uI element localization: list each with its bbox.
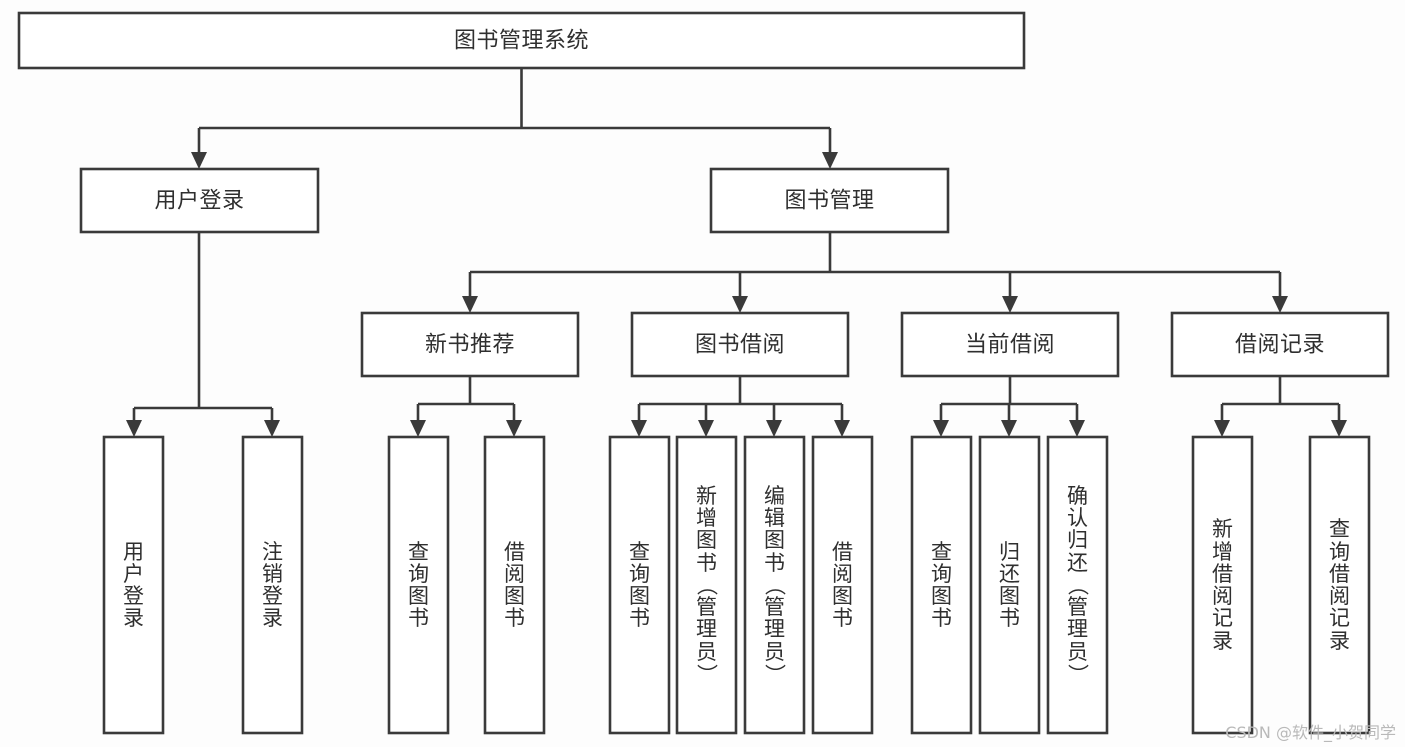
arrow-head-book-manage bbox=[822, 152, 838, 169]
node-leaf-return-book-box[interactable] bbox=[978, 435, 1041, 735]
arrow-head-leaf-borrow-book-1 bbox=[506, 420, 522, 437]
node-root-box[interactable] bbox=[17, 11, 1026, 70]
arrow-head-leaf-add-book bbox=[698, 420, 714, 437]
connector-group-borrow-record bbox=[1214, 376, 1347, 437]
node-new-book-recommend-box[interactable] bbox=[360, 311, 580, 378]
arrow-head-leaf-confirm-return bbox=[1069, 420, 1085, 437]
node-user-login[interactable]: 用户登录 bbox=[79, 167, 320, 234]
connector-group-new-book-recommend bbox=[410, 376, 522, 437]
connector-group-book-borrow bbox=[631, 376, 850, 437]
node-leaf-edit-book-box[interactable] bbox=[743, 435, 806, 735]
node-leaf-query-book-1-box[interactable] bbox=[387, 435, 450, 735]
node-leaf-borrow-book-2-box[interactable] bbox=[811, 435, 874, 735]
connector-group-user-login bbox=[126, 232, 280, 437]
connector-group-current-borrow bbox=[933, 376, 1085, 437]
arrow-head-leaf-user-login bbox=[126, 420, 142, 437]
arrow-head-user-login bbox=[191, 152, 207, 169]
arrow-head-borrow-record bbox=[1272, 296, 1288, 313]
node-root-label: 图书管理系统 bbox=[454, 29, 589, 54]
arrow-head-book-borrow bbox=[732, 296, 748, 313]
arrow-head-new-book-recommend bbox=[462, 296, 478, 313]
node-leaf-add-borrow-record-box[interactable] bbox=[1191, 435, 1254, 735]
node-leaf-user-login-box[interactable] bbox=[102, 435, 165, 735]
node-borrow-record-label: 借阅记录 bbox=[1235, 333, 1325, 358]
node-current-borrow-label: 当前借阅 bbox=[965, 333, 1055, 358]
node-book-manage[interactable]: 图书管理 bbox=[709, 167, 950, 234]
node-leaf-confirm-return-box[interactable] bbox=[1046, 435, 1109, 735]
node-borrow-record-box[interactable] bbox=[1170, 311, 1390, 378]
node-leaf-query-borrow-record-box[interactable] bbox=[1308, 435, 1371, 735]
arrow-head-leaf-add-borrow-record bbox=[1214, 420, 1230, 437]
node-leaf-query-book-2-box[interactable] bbox=[608, 435, 671, 735]
node-new-book-recommend-label: 新书推荐 bbox=[425, 333, 515, 358]
node-current-borrow-box[interactable] bbox=[900, 311, 1120, 378]
node-book-borrow-label: 图书借阅 bbox=[695, 333, 785, 358]
arrow-head-leaf-query-borrow-record bbox=[1331, 420, 1347, 437]
node-book-borrow-box[interactable] bbox=[630, 311, 850, 378]
node-book-borrow[interactable]: 图书借阅 bbox=[630, 311, 850, 378]
node-current-borrow[interactable]: 当前借阅 bbox=[900, 311, 1120, 378]
arrow-head-leaf-user-logout bbox=[264, 420, 280, 437]
arrow-head-leaf-query-book-1 bbox=[410, 420, 426, 437]
arrow-head-leaf-borrow-book-2 bbox=[834, 420, 850, 437]
arrow-head-current-borrow bbox=[1002, 296, 1018, 313]
node-leaf-query-book-3-box[interactable] bbox=[910, 435, 973, 735]
node-leaf-add-book-box[interactable] bbox=[675, 435, 738, 735]
node-user-login-label: 用户登录 bbox=[154, 189, 244, 214]
connector-group-root bbox=[191, 68, 838, 169]
node-user-login-box[interactable] bbox=[79, 167, 320, 234]
connector-group-book-manage bbox=[462, 232, 1288, 313]
arrow-head-leaf-query-book-2 bbox=[631, 420, 647, 437]
arrow-head-leaf-edit-book bbox=[766, 420, 782, 437]
node-root[interactable]: 图书管理系统 bbox=[17, 11, 1026, 70]
node-book-manage-label: 图书管理 bbox=[784, 189, 874, 214]
node-leaf-borrow-book-1-box[interactable] bbox=[483, 435, 546, 735]
node-new-book-recommend[interactable]: 新书推荐 bbox=[360, 311, 580, 378]
node-borrow-record[interactable]: 借阅记录 bbox=[1170, 311, 1390, 378]
node-leaf-user-logout-box[interactable] bbox=[241, 435, 304, 735]
leaf-boxes bbox=[102, 435, 1371, 735]
arrow-head-leaf-return-book bbox=[1001, 420, 1017, 437]
node-book-manage-box[interactable] bbox=[709, 167, 950, 234]
arrow-head-leaf-query-book-3 bbox=[933, 420, 949, 437]
